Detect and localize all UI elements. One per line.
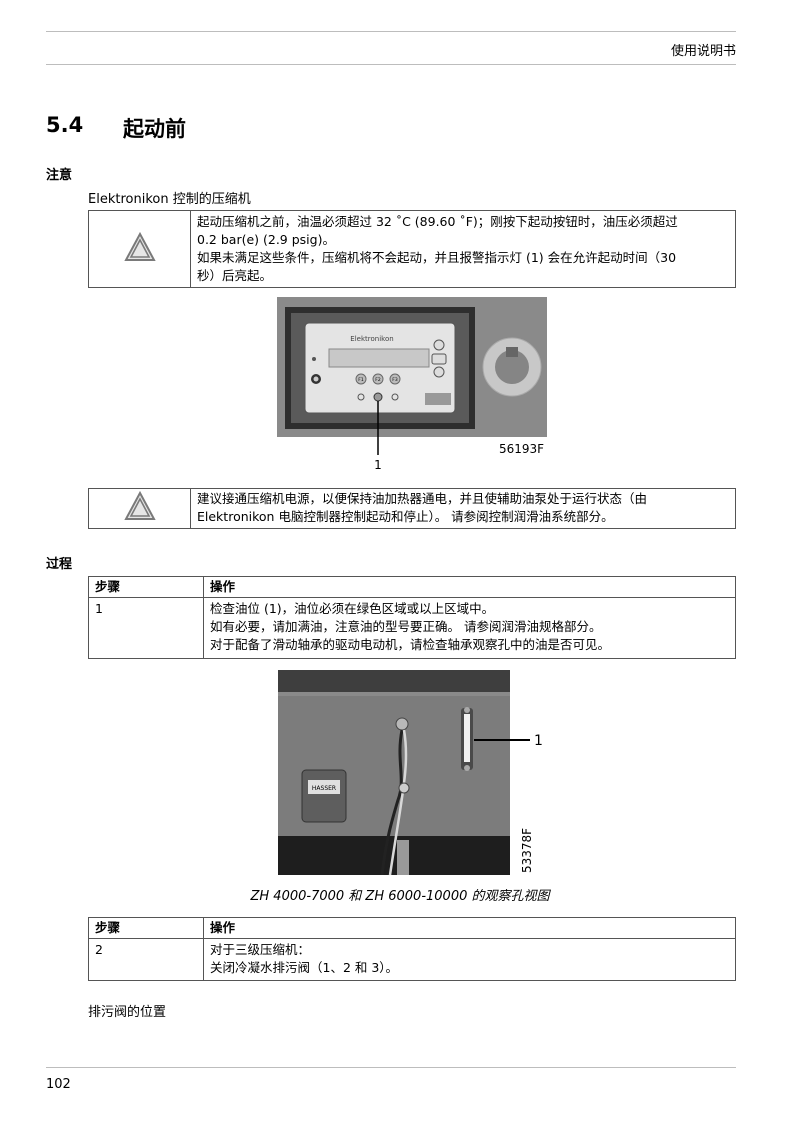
warning-triangle-icon	[123, 490, 156, 520]
table1-header-action: 操作	[203, 576, 736, 598]
warning-2-line: Elektronikon 电脑控制器控制起动和停止）。 请参阅控制润滑油系统部分…	[197, 509, 614, 524]
key-f2: F2	[375, 377, 381, 383]
warning-1-line: 如果未满足这些条件，压缩机将不会起动，并且报警指示灯 (1) 会在允许起动时间（…	[197, 250, 677, 265]
section-number: 5.4	[46, 113, 84, 137]
warning-triangle-icon	[123, 231, 156, 261]
figure1-code: 56193F	[499, 442, 544, 456]
notice-intro: Elektronikon 控制的压缩机	[88, 192, 251, 207]
figure2-callout: 1	[534, 733, 543, 749]
warning-1-line: 起动压缩机之前，油温必须超过 32 ˚C (89.60 ˚F)；刚按下起动按钮时…	[197, 214, 678, 229]
panel-brand-label: Elektronikon	[350, 335, 393, 343]
table2-step-text: 对于三级压缩机： 关闭冷凝水排污阀（1、2 和 3）。	[203, 938, 736, 981]
table2-step-number: 2	[88, 938, 204, 981]
warning-1-line: 0.2 bar(e) (2.9 psig)。	[197, 232, 335, 247]
device-label-plate: HASSER	[312, 785, 336, 792]
warning-box-2: 建议接通压缩机电源，以便保持油加热器通电，并且使辅助油泵处于运行状态（由 Ele…	[88, 488, 736, 529]
figure2-code: 53378F	[520, 828, 534, 873]
table1-header-step: 步骤	[88, 576, 204, 598]
header-title: 使用说明书	[670, 44, 736, 59]
table1-step-text: 检查油位 (1)，油位必须在绿色区域或以上区域中。 如有必要，请加满油，注意油的…	[203, 597, 736, 659]
warning-text-2: 建议接通压缩机电源，以便保持油加热器通电，并且使辅助油泵处于运行状态（由 Ele…	[190, 488, 736, 529]
header-rule-top	[46, 31, 736, 32]
table1-line: 检查油位 (1)，油位必须在绿色区域或以上区域中。	[210, 601, 495, 616]
figure1-callout: 1	[374, 458, 382, 472]
controller-photo: Elektronikon F1 F2 F3 1 56193F	[277, 297, 547, 472]
procedure-table-1: 步骤 操作 1 检查油位 (1)，油位必须在绿色区域或以上区域中。 如有必要，请…	[88, 576, 736, 659]
warning-2-line: 建议接通压缩机电源，以便保持油加热器通电，并且使辅助油泵处于运行状态（由	[197, 491, 648, 506]
header-rule-bottom	[46, 64, 736, 65]
table1-step-number: 1	[88, 597, 204, 659]
procedure-table-2: 步骤 操作 2 对于三级压缩机： 关闭冷凝水排污阀（1、2 和 3）。	[88, 917, 736, 981]
table2-line: 对于三级压缩机：	[210, 942, 311, 957]
table2-line: 关闭冷凝水排污阀（1、2 和 3）。	[210, 960, 399, 975]
table1-line: 对于配备了滑动轴承的驱动电动机，请检查轴承观察孔中的油是否可见。	[210, 637, 611, 652]
page-number: 102	[46, 1077, 71, 1092]
warning-icon-cell-2	[88, 488, 191, 529]
table2-header-action: 操作	[203, 917, 736, 939]
warning-text-1: 起动压缩机之前，油温必须超过 32 ˚C (89.60 ˚F)；刚按下起动按钮时…	[190, 210, 736, 288]
procedure-label: 过程	[46, 557, 73, 572]
key-f3: F3	[392, 377, 398, 383]
footer-rule	[46, 1067, 736, 1068]
sight-glass-photo: HASSER 1 53378F	[278, 670, 543, 875]
table1-line: 如有必要，请加满油，注意油的型号要正确。 请参阅润滑油规格部分。	[210, 619, 602, 634]
warning-icon-cell-1	[88, 210, 191, 288]
warning-box-1: 起动压缩机之前，油温必须超过 32 ˚C (89.60 ˚F)；刚按下起动按钮时…	[88, 210, 736, 288]
drain-valve-location-text: 排污阀的位置	[88, 1005, 167, 1020]
warning-1-line: 秒）后亮起。	[197, 268, 273, 283]
section-title: 起动前	[123, 117, 186, 141]
notice-label: 注意	[46, 168, 73, 183]
figure2-caption: ZH 4000-7000 和 ZH 6000-10000 的观察孔视图	[250, 889, 550, 904]
table2-header-step: 步骤	[88, 917, 204, 939]
key-f1: F1	[358, 377, 364, 383]
